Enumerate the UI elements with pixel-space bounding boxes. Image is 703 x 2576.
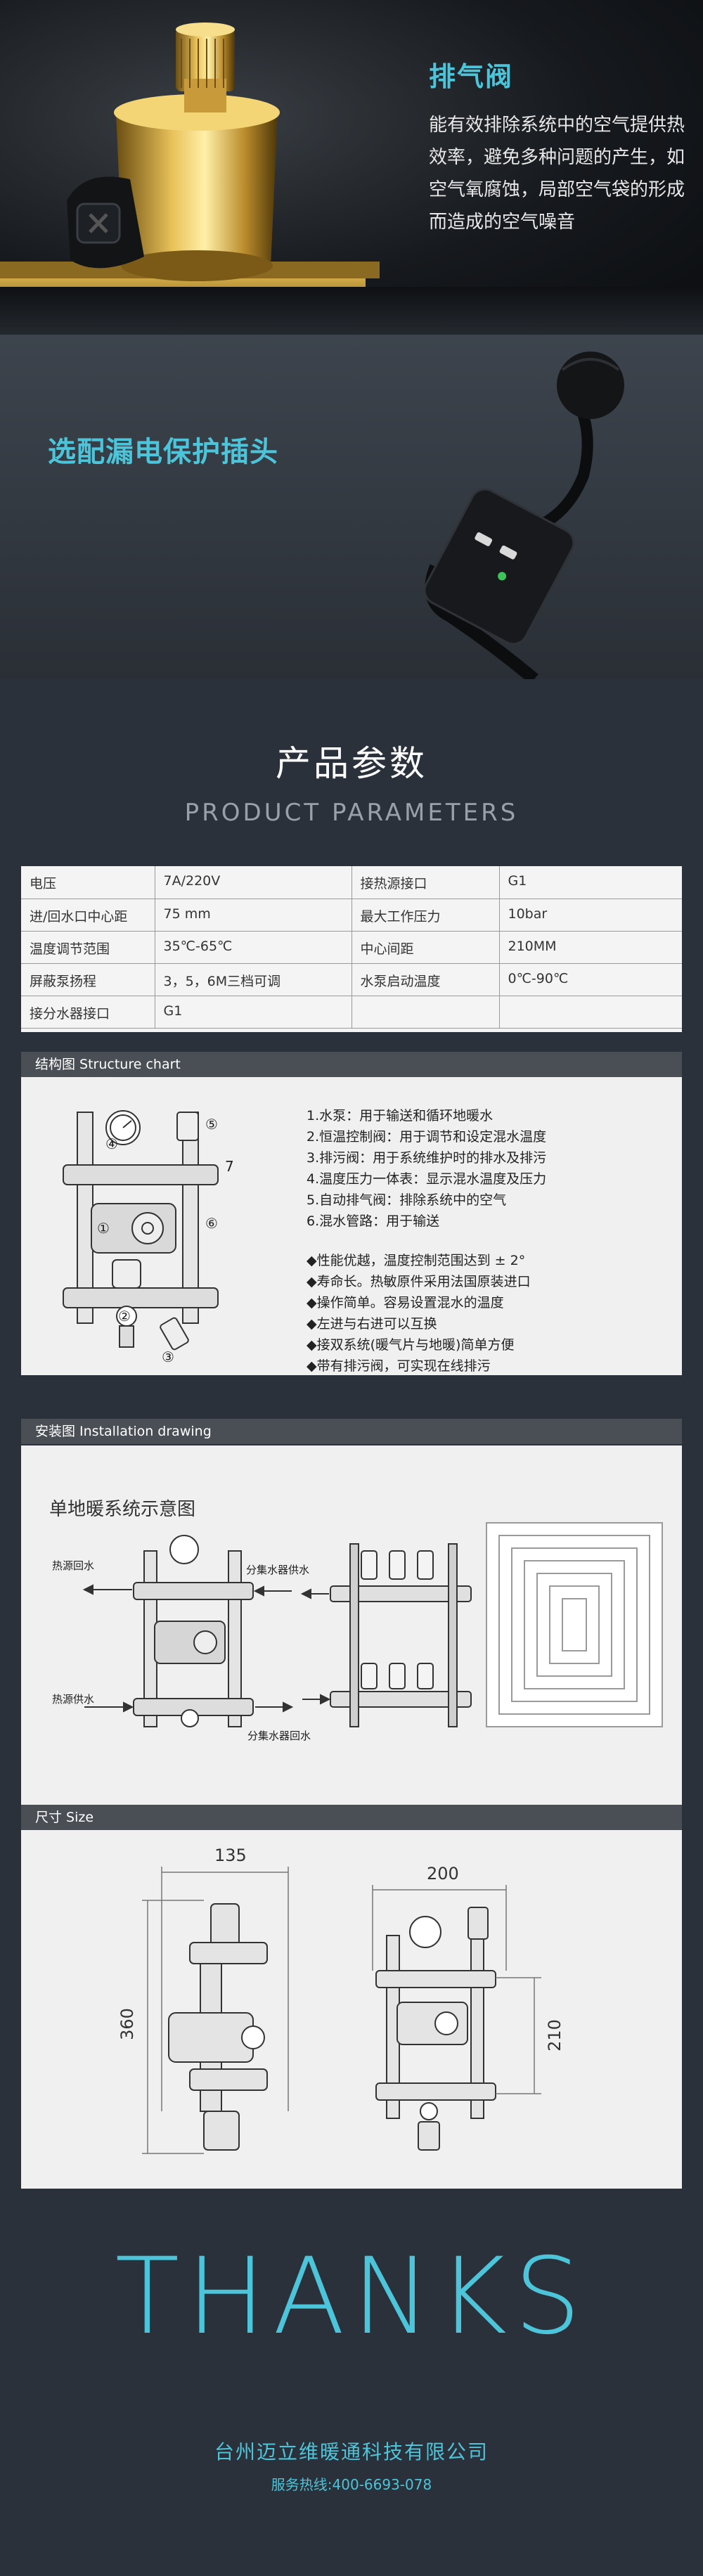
param-value: 75 mm	[155, 899, 352, 932]
param-key: 电压	[21, 866, 155, 899]
param-key: 进/回水口中心距	[21, 899, 155, 932]
param-key: 中心间距	[352, 931, 500, 964]
part-5: 5.自动排气阀：排除系统中的空气	[307, 1192, 507, 1208]
leakage-plug-section: 选配漏电保护插头	[0, 335, 703, 679]
param-key: 接热源接口	[352, 866, 500, 899]
dim-height-left: 360	[117, 2008, 137, 2040]
param-value: 3，5，6M三档可调	[155, 963, 352, 996]
param-key: 屏蔽泵扬程	[21, 963, 155, 996]
size-panel: 135 360 200 210	[21, 1830, 682, 2189]
thanks-text: THANKS	[115, 2236, 588, 2358]
installation-title: 单地暖系统示意图	[49, 1499, 196, 1520]
label-heat-supply: 热源供水	[52, 1693, 95, 1706]
param-value: 10bar	[499, 899, 682, 932]
callout-4: ④	[105, 1135, 118, 1152]
label-manifold-return: 分集水器回水	[247, 1730, 311, 1742]
callout-1: ①	[97, 1220, 110, 1237]
param-key: 接分水器接口	[21, 996, 155, 1029]
feature-1: ◆性能优越，温度控制范围达到 ± 2°	[307, 1253, 526, 1268]
size-header: 尺寸 Size	[21, 1805, 682, 1830]
dim-height-right: 210	[544, 2019, 565, 2052]
part-6: 6.混水管路：用于输送	[307, 1213, 440, 1229]
callout-5: ⑤	[205, 1116, 218, 1133]
dim-width-right: 200	[427, 1864, 459, 1883]
leakage-plug-image	[423, 352, 624, 679]
feature-5: ◆接双系统(暖气片与地暖)简单方便	[307, 1337, 515, 1353]
param-value: 0℃-90℃	[499, 963, 682, 996]
param-key: 温度调节范围	[21, 931, 155, 964]
air-vent-image	[0, 22, 380, 318]
feature-3: ◆操作简单。容易设置混水的温度	[307, 1295, 504, 1310]
structure-diagram: ① ② ③ ④ ⑤ ⑥ 7	[63, 1110, 234, 1365]
installation-header: 安装图 Installation drawing	[21, 1419, 682, 1444]
callout-2: ②	[118, 1308, 131, 1325]
feature-2: ◆寿命长。热敏原件采用法国原装进口	[307, 1274, 531, 1289]
structure-panel: ① ② ③ ④ ⑤ ⑥ 7 1.水泵：用于输送和循环地暖水 2.恒温控制阀：用于…	[21, 1077, 682, 1375]
param-value: G1	[499, 866, 682, 899]
param-key: 最大工作压力	[352, 899, 500, 932]
label-heat-return: 热源回水	[52, 1559, 95, 1572]
feature-6: ◆带有排污阀，可实现在线排污	[307, 1358, 491, 1374]
part-3: 3.排污阀：用于系统维护时的排水及排污	[307, 1150, 547, 1166]
dim-width-left: 135	[214, 1846, 247, 1865]
param-key	[352, 996, 500, 1029]
structure-text: 1.水泵：用于输送和循环地暖水 2.恒温控制阀：用于调节和设定混水温度 3.排污…	[307, 1105, 672, 1377]
part-4: 4.温度压力一体表：显示混水温度及压力	[307, 1171, 547, 1187]
part-2: 2.恒温控制阀：用于调节和设定混水温度	[307, 1129, 547, 1145]
vent-floor-shadow	[0, 287, 703, 335]
installation-diagram	[82, 1522, 663, 1727]
callout-3: ③	[162, 1348, 174, 1365]
param-key: 水泵启动温度	[352, 963, 500, 996]
param-value: G1	[155, 996, 352, 1029]
parameters-title: 产品参数	[276, 743, 427, 784]
label-manifold-supply: 分集水器供水	[246, 1564, 310, 1576]
leakage-plug-title: 选配漏电保护插头	[48, 436, 278, 468]
installation-panel: 单地暖系统示意图	[21, 1445, 682, 1808]
param-value: 210MM	[499, 931, 682, 964]
callout-6: ⑥	[205, 1215, 218, 1232]
part-1: 1.水泵：用于输送和循环地暖水	[307, 1108, 494, 1123]
air-vent-section: 排气阀 能有效排除系统中的空气提供热效率，避免多种问题的产生，如空气氧腐蚀，局部…	[0, 0, 703, 335]
company-name: 台州迈立维暖通科技有限公司	[214, 2440, 489, 2464]
size-diagram	[142, 1867, 541, 2154]
air-vent-description: 能有效排除系统中的空气提供热效率，避免多种问题的产生，如空气氧腐蚀，局部空气袋的…	[429, 115, 685, 233]
parameters-subtitle: PRODUCT PARAMETERS	[184, 799, 519, 827]
parameters-header: 产品参数 PRODUCT PARAMETERS	[0, 679, 703, 855]
param-value	[499, 996, 682, 1029]
callout-7: 7	[225, 1158, 234, 1175]
feature-4: ◆左进与右进可以互换	[307, 1316, 437, 1332]
service-hotline: 服务热线:400-6693-078	[271, 2476, 432, 2493]
structure-header: 结构图 Structure chart	[21, 1052, 682, 1077]
param-value: 35℃-65℃	[155, 931, 352, 964]
param-value: 7A/220V	[155, 866, 352, 899]
air-vent-title: 排气阀	[429, 61, 514, 92]
list-gap	[307, 1232, 672, 1250]
